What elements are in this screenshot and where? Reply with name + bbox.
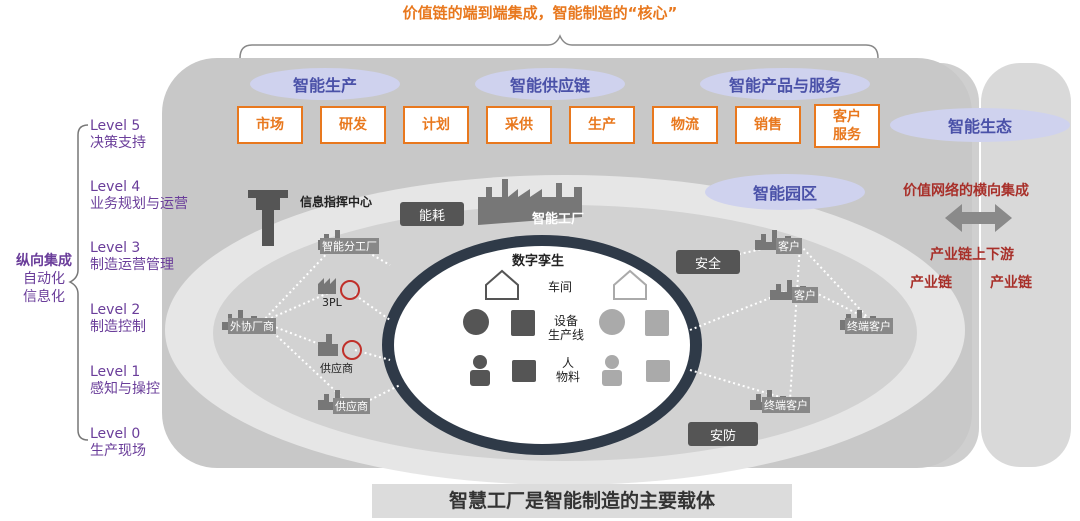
pill-smart-ecosystem: 智能生态 xyxy=(890,108,1070,142)
workshop-label: 车间 xyxy=(548,280,573,294)
vertical-integration: 纵向集成 自动化 信息化 xyxy=(6,252,82,306)
equipment-line-label: 设备 生产线 xyxy=(548,314,585,342)
horizontal-integration-text: 价值网络的横向集成 xyxy=(903,183,1029,199)
chain-box-plan: 计划 xyxy=(403,106,469,144)
updown-chain-text: 产业链上下游 xyxy=(930,247,1014,263)
command-tower-icon xyxy=(248,190,288,246)
smart-factory-label: 智能工厂 xyxy=(532,212,585,227)
vertical-integration-line1: 自动化 xyxy=(23,271,65,287)
node-smart-branch: 智能分工厂 xyxy=(320,238,379,254)
node-customer-1: 客户 xyxy=(776,238,802,254)
digital-twin-core xyxy=(394,246,690,444)
supplier-marker xyxy=(342,340,362,360)
double-arrow-icon xyxy=(945,204,1012,232)
pill-smart-production: 智能生产 xyxy=(250,68,400,100)
node-supplier-1: 供应商 xyxy=(320,362,353,375)
top-brace xyxy=(239,34,879,59)
chain-box-market: 市场 xyxy=(237,106,303,144)
chain-left-text: 产业链 xyxy=(910,275,952,291)
chain-box-sales: 销售 xyxy=(735,106,801,144)
node-supplier-2: 供应商 xyxy=(333,398,370,414)
command-center-label: 信息指挥中心 xyxy=(300,195,373,209)
security-tag: 安防 xyxy=(688,422,758,446)
node-end-customer-1: 终端客户 xyxy=(845,318,893,334)
pill-smart-park: 智能园区 xyxy=(705,174,865,210)
pill-smart-product-service: 智能产品与服务 xyxy=(700,68,870,100)
node-outsource: 外协厂商 xyxy=(228,318,276,334)
node-customer-2: 客户 xyxy=(792,287,818,303)
node-end-customer-2: 终端客户 xyxy=(762,397,810,413)
chain-box-customer-service: 客户 服务 xyxy=(814,104,880,148)
digital-twin-label: 数字孪生 xyxy=(512,254,565,269)
chain-box-procurement: 采供 xyxy=(486,106,552,144)
vertical-integration-line2: 信息化 xyxy=(23,289,65,305)
energy-tag: 能耗 xyxy=(400,202,464,226)
chain-box-logistics: 物流 xyxy=(652,106,718,144)
center-icons xyxy=(463,269,670,386)
chain-box-production: 生产 xyxy=(569,106,635,144)
pill-smart-supply-chain: 智能供应链 xyxy=(475,68,625,100)
levels-brace xyxy=(68,124,89,441)
safety-tag: 安全 xyxy=(676,250,740,274)
chain-right-text: 产业链 xyxy=(990,275,1032,291)
chain-box-rd: 研发 xyxy=(320,106,386,144)
vertical-integration-title: 纵向集成 xyxy=(16,253,72,269)
node-3pl: 3PL xyxy=(322,296,342,309)
header-title: 价值链的端到端集成，智能制造的“核心” xyxy=(402,4,678,22)
people-material-label: 人 物料 xyxy=(556,356,581,384)
footer-title: 智慧工厂是智能制造的主要载体 xyxy=(372,484,792,518)
3pl-marker xyxy=(340,280,360,300)
